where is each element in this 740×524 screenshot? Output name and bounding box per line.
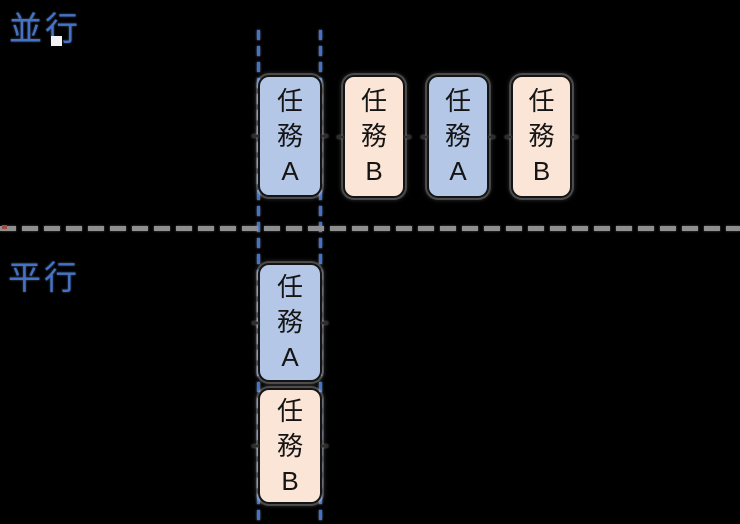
task-a-box-parallel: 任 務 A [258,263,322,382]
task-label-char: B [532,156,551,186]
white-square-artifact [51,36,62,46]
task-label-char: 務 [360,121,387,151]
task-label-char: A [281,155,299,186]
concurrency-section-label: 並行 [9,10,81,47]
task-label-char: 任 [528,86,555,116]
timeline-dashed-axis [0,226,740,231]
task-label-char: 務 [276,120,303,151]
task-label-char: B [281,465,299,496]
task-a-box-1: 任 務 A [258,75,322,197]
task-label-char: 任 [276,85,303,116]
task-b-box-1: 任 務 B [343,75,405,198]
task-label-char: 務 [276,430,303,461]
task-b-box-2: 任 務 B [511,75,572,198]
task-label-char: B [365,156,383,186]
task-label-char: 務 [276,307,303,337]
task-label-char: 任 [276,272,303,302]
task-a-box-2: 任 務 A [427,75,489,198]
red-dot-artifact [2,225,7,229]
task-label-char: 任 [276,395,303,426]
task-label-char: 任 [360,86,387,116]
task-label-char: 務 [444,121,471,151]
parallelism-section-label: 平行 [8,259,80,296]
task-label-char: 任 [444,86,471,116]
task-label-char: A [449,156,467,186]
task-label-char: 務 [528,121,555,151]
task-b-box-parallel: 任 務 B [258,388,322,504]
task-label-char: A [281,342,299,372]
